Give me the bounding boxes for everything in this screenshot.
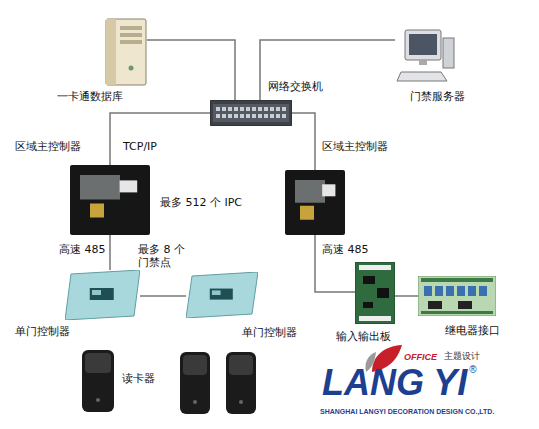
- door-controller: 单门控制器: [186, 272, 258, 318]
- node-label: 输入输出板: [336, 330, 391, 343]
- io-board-icon: [355, 262, 395, 324]
- access-server-icon: [395, 28, 455, 83]
- relay-board-icon: [418, 276, 496, 316]
- logo-office: OFFICE: [404, 352, 437, 363]
- connector-line: [140, 295, 186, 297]
- access-server: 门禁服务器: [395, 28, 455, 83]
- network-switch: 网络交换机: [210, 100, 292, 126]
- node-label: 单门控制器: [15, 325, 70, 338]
- node-label: 继电器接口: [445, 324, 500, 337]
- connector-label: 最多 8 个 门禁点: [137, 243, 187, 269]
- node-label: 读卡器: [122, 372, 155, 385]
- card-reader-icon: [82, 350, 114, 412]
- relay-board: 继电器接口: [418, 276, 496, 316]
- logo-registered: ®: [469, 364, 476, 375]
- card-reader-icon: [226, 352, 256, 414]
- door-controller-icon: [186, 272, 258, 318]
- door-controller: 单门控制器: [65, 270, 140, 320]
- logo-wordmark: LANG YI: [322, 364, 467, 402]
- node-label: 区域主控制器: [15, 140, 81, 153]
- card-reader-icon: [180, 352, 210, 414]
- area-controller: 区域主控制器: [285, 170, 345, 235]
- connector-line: [110, 113, 210, 165]
- connector-line: [395, 295, 418, 297]
- node-label: 区域主控制器: [322, 140, 388, 153]
- connector-line: [292, 113, 315, 170]
- card-reader: 读卡器: [82, 350, 114, 412]
- area-controller-icon: [70, 165, 150, 235]
- connector-label: 高速 485: [321, 243, 370, 256]
- connector-label: TCP/IP: [122, 140, 158, 153]
- connector-label: 高速 485: [58, 243, 107, 256]
- io-board: 输入输出板: [355, 262, 395, 324]
- node-label: 门禁服务器: [410, 90, 465, 103]
- network-switch-icon: [210, 100, 292, 126]
- logo-subtitle: 主题设计: [444, 351, 480, 362]
- database-server-icon: [105, 18, 147, 86]
- area-controller-icon: [285, 170, 345, 235]
- node-label: 一卡通数据库: [57, 90, 123, 103]
- node-label: 单门控制器: [242, 326, 297, 339]
- node-label: 网络交换机: [268, 80, 323, 93]
- capacity-note: 最多 512 个 IPC: [160, 196, 242, 209]
- database-server: 一卡通数据库: [105, 18, 147, 86]
- connector-line: [260, 40, 395, 100]
- connector-line: [147, 40, 235, 100]
- logo-company: SHANGHAI LANGYI DECORATION DESIGN CO.,LT…: [320, 407, 494, 416]
- connector-line: [109, 235, 111, 270]
- area-controller: 区域主控制器: [70, 165, 150, 235]
- door-controller-icon: [65, 270, 140, 320]
